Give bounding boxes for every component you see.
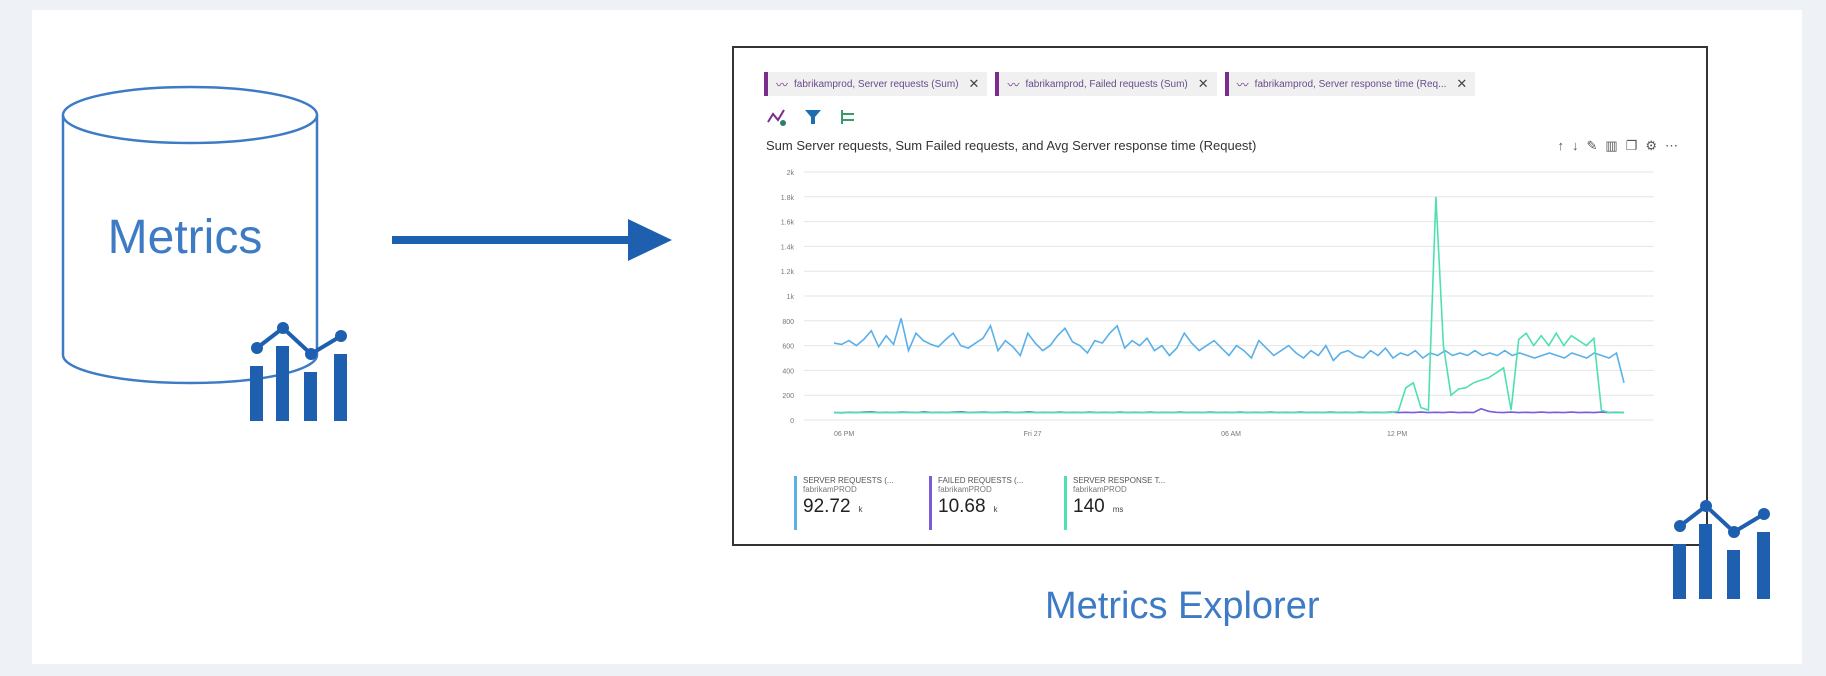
legend-unit: k [993,505,998,514]
add-metric-icon[interactable] [766,106,788,128]
legend-resource: fabrikamPROD [1073,485,1127,494]
legend-item[interactable]: FAILED REQUESTS (... fabrikamPROD 10.68 k [929,476,1048,530]
metrics-line-chart: 2k 1.8k 1.6k 1.4k 1.2k 1k 800 600 400 200 0 06 PM Fr… [781,170,1654,438]
y-tick-label: 2k [787,170,795,177]
more-icon[interactable]: ⋯ [1665,138,1678,153]
legend-resource: fabrikamPROD [938,485,992,494]
chart-toolbar [766,106,860,128]
copy-icon[interactable]: ❐ [1625,138,1638,153]
close-icon[interactable]: ✕ [1456,76,1468,91]
legend-value: 10.68 [938,496,986,517]
legend-item[interactable]: SERVER REQUESTS (... fabrikamPROD 92.72 k [794,476,913,530]
arrow-down-icon[interactable]: ↓ [1571,138,1579,153]
metrics-label: Metrics [107,211,263,264]
y-tick-label: 1.8k [781,195,795,202]
legend-item[interactable]: SERVER RESPONSE T... fabrikamPROD 140 ms [1064,476,1183,530]
metrics-explorer-window: 〰 fabrikamprod, Server requests (Sum) ✕ … [732,46,1708,546]
tab-label: fabrikamprod, Server response time (Req.… [1254,78,1447,90]
tab-label: fabrikamprod, Failed requests (Sum) [1025,78,1188,90]
x-tick-label: 12 PM [1387,431,1407,438]
metrics-chart-icon [1673,500,1770,599]
chart-actions: ↑ ↓ ✎ ▥ ❐ ⚙ ⋯ [1557,138,1678,154]
chart-title: Sum Server requests, Sum Failed requests… [766,138,1257,153]
y-tick-label: 0 [790,418,794,425]
legend-resource: fabrikamPROD [803,485,857,494]
flow-arrow [392,219,672,261]
x-tick-label: 06 AM [1221,431,1241,438]
y-tick-label: 1.4k [781,244,795,251]
metric-tabs: 〰 fabrikamprod, Server requests (Sum) ✕ … [764,72,1476,96]
metrics-explorer-label: Metrics Explorer [1045,585,1320,627]
y-tick-label: 800 [782,319,794,326]
y-tick-label: 200 [782,393,794,400]
metrics-database-icon [61,85,319,385]
metrics-chart-icon [250,322,347,421]
metric-tab[interactable]: 〰 fabrikamprod, Server requests (Sum) ✕ [764,72,988,96]
line-chart-icon: 〰 [1007,77,1020,92]
y-tick-label: 1.6k [781,220,795,227]
y-tick-label: 1.2k [781,269,795,276]
arrow-up-icon[interactable]: ↑ [1557,138,1564,153]
metric-tab[interactable]: 〰 fabrikamprod, Server response time (Re… [1224,72,1476,96]
legend-value-row: 92.72 k [803,496,913,518]
x-tick-label: 06 PM [834,431,854,438]
tab-label: fabrikamprod, Server requests (Sum) [794,78,959,90]
y-tick-label: 600 [782,344,794,351]
legend-series-name: FAILED REQUESTS (... [938,476,1024,485]
legend-unit: k [858,505,863,514]
legend-value: 92.72 [803,496,851,517]
y-tick-label: 400 [782,368,794,375]
chart-legend: SERVER REQUESTS (... fabrikamPROD 92.72 k… [794,476,1183,530]
close-icon[interactable]: ✕ [1197,76,1209,91]
legend-unit: ms [1112,505,1124,514]
x-tick-label: Fri 27 [1024,431,1042,438]
legend-series-name: SERVER REQUESTS (... [803,476,894,485]
metric-tab[interactable]: 〰 fabrikamprod, Failed requests (Sum) ✕ [995,72,1217,96]
y-tick-label: 1k [787,294,795,301]
line-chart-icon: 〰 [776,77,789,92]
series-line [834,196,1624,414]
settings-icon[interactable]: ⚙ [1645,138,1657,153]
legend-value: 140 [1073,496,1105,517]
line-chart-icon: 〰 [1236,77,1249,92]
series-line [833,318,1625,383]
legend-value-row: 10.68 k [938,496,1048,518]
add-filter-icon[interactable] [802,106,824,128]
pin-icon[interactable]: ✎ [1586,138,1598,153]
delete-icon[interactable]: ▥ [1605,138,1618,153]
close-icon[interactable]: ✕ [968,76,980,91]
legend-value-row: 140 ms [1073,496,1183,518]
apply-splitting-icon[interactable] [838,106,860,128]
legend-series-name: SERVER RESPONSE T... [1073,476,1166,485]
